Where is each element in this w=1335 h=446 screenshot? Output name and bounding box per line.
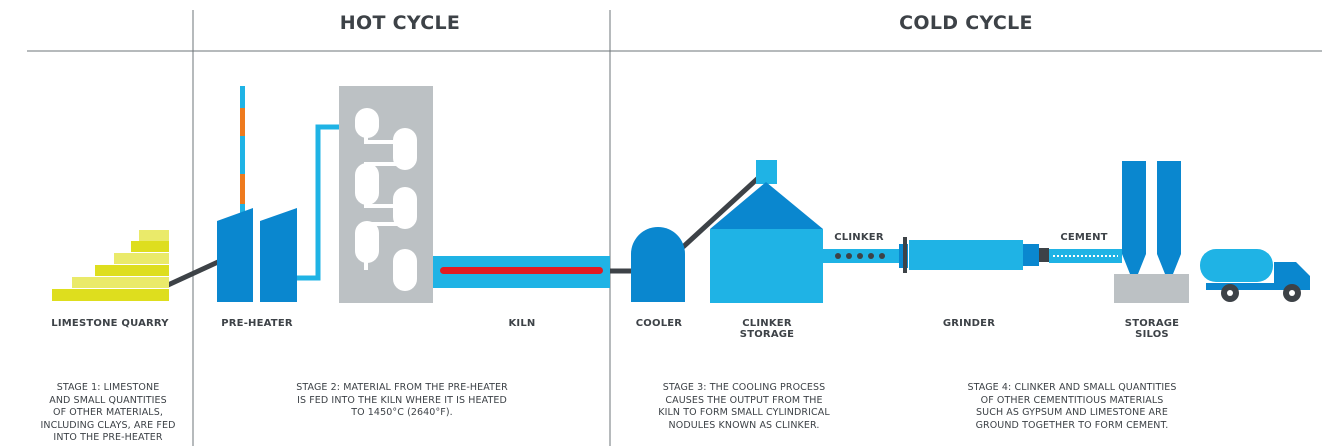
storage-silos-icon: [1114, 161, 1189, 303]
label-kiln: KILN: [508, 318, 536, 329]
label-pre-heater: PRE-HEATER: [221, 318, 293, 329]
stage-4-description: STAGE 4: CLINKER AND SMALL QUANTITIES OF…: [967, 382, 1177, 431]
cement-truck-icon: [1200, 249, 1310, 302]
kiln-icon: [433, 256, 610, 288]
label-limestone-quarry: LIMESTONE QUARRY: [51, 318, 169, 329]
label-cement: CEMENT: [1060, 232, 1108, 243]
cold-cycle-header: COLD CYCLE: [899, 12, 1033, 34]
label-grinder: GRINDER: [942, 318, 996, 329]
stage-1-description: STAGE 1: LIMESTONE AND SMALL QUANTITIES …: [40, 382, 176, 443]
conveyor-cooler-storage: [681, 167, 770, 249]
cement-conveyor-icon: [1049, 249, 1122, 263]
label-cooler: COOLER: [635, 318, 683, 329]
label-storage-silos: STORAGE SILOS: [1124, 318, 1180, 340]
stage-3-description: STAGE 3: THE COOLING PROCESS CAUSES THE …: [658, 382, 830, 431]
label-clinker-storage: CLINKER STORAGE: [739, 318, 795, 340]
clinker-storage-icon: [710, 160, 823, 303]
stage-2-description: STAGE 2: MATERIAL FROM THE PRE-HEATER IS…: [296, 382, 508, 418]
conveyor-quarry-preheater: [166, 259, 220, 288]
limestone-quarry-icon: [52, 230, 169, 301]
cooler-icon: [631, 227, 685, 302]
pre-heater-icon: [217, 86, 433, 303]
hot-cycle-header: HOT CYCLE: [339, 12, 461, 34]
grinder-icon: [899, 237, 1049, 273]
clinker-conveyor-icon: [823, 249, 903, 263]
label-clinker: CLINKER: [834, 232, 884, 243]
